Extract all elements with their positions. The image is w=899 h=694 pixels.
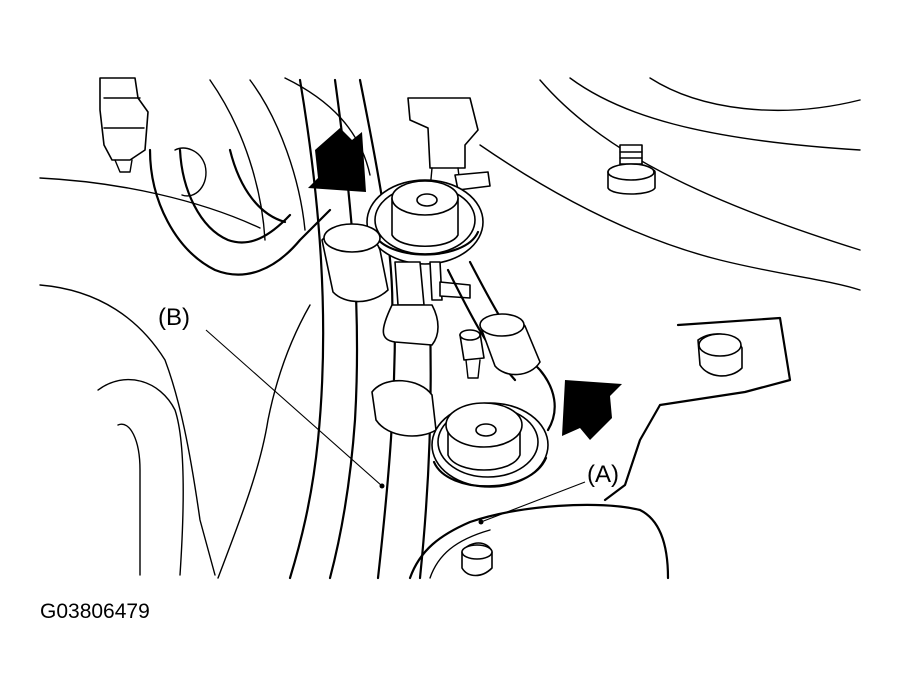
- lower-housing: [408, 503, 670, 580]
- figure-id: G03806479: [40, 600, 150, 623]
- lower-mount: [431, 402, 549, 488]
- callout-label-b: (B): [158, 304, 190, 331]
- hose-clamps: [371, 261, 471, 437]
- upper-bracket: [407, 97, 491, 191]
- main-hoses: [288, 78, 432, 580]
- right-pipe: [446, 260, 556, 432]
- right-bracket: [603, 316, 792, 502]
- top-right-bolt: [607, 144, 656, 195]
- small-bolt: [459, 329, 485, 379]
- leader-line-a: [480, 481, 586, 523]
- leader-line-b: [205, 329, 383, 487]
- callout-label-a: (A): [587, 461, 619, 488]
- left-pipe-loop: [148, 147, 332, 276]
- leader-dot-a: [478, 519, 484, 525]
- top-left-connector: [99, 77, 149, 173]
- body-panel-outlines: [39, 77, 861, 579]
- arrow-down-right-icon: [308, 128, 366, 192]
- leader-dot-b: [379, 483, 385, 489]
- upper-mount: [366, 179, 484, 265]
- elbow-fitting: [321, 223, 389, 303]
- arrow-down-left-icon: [562, 380, 622, 440]
